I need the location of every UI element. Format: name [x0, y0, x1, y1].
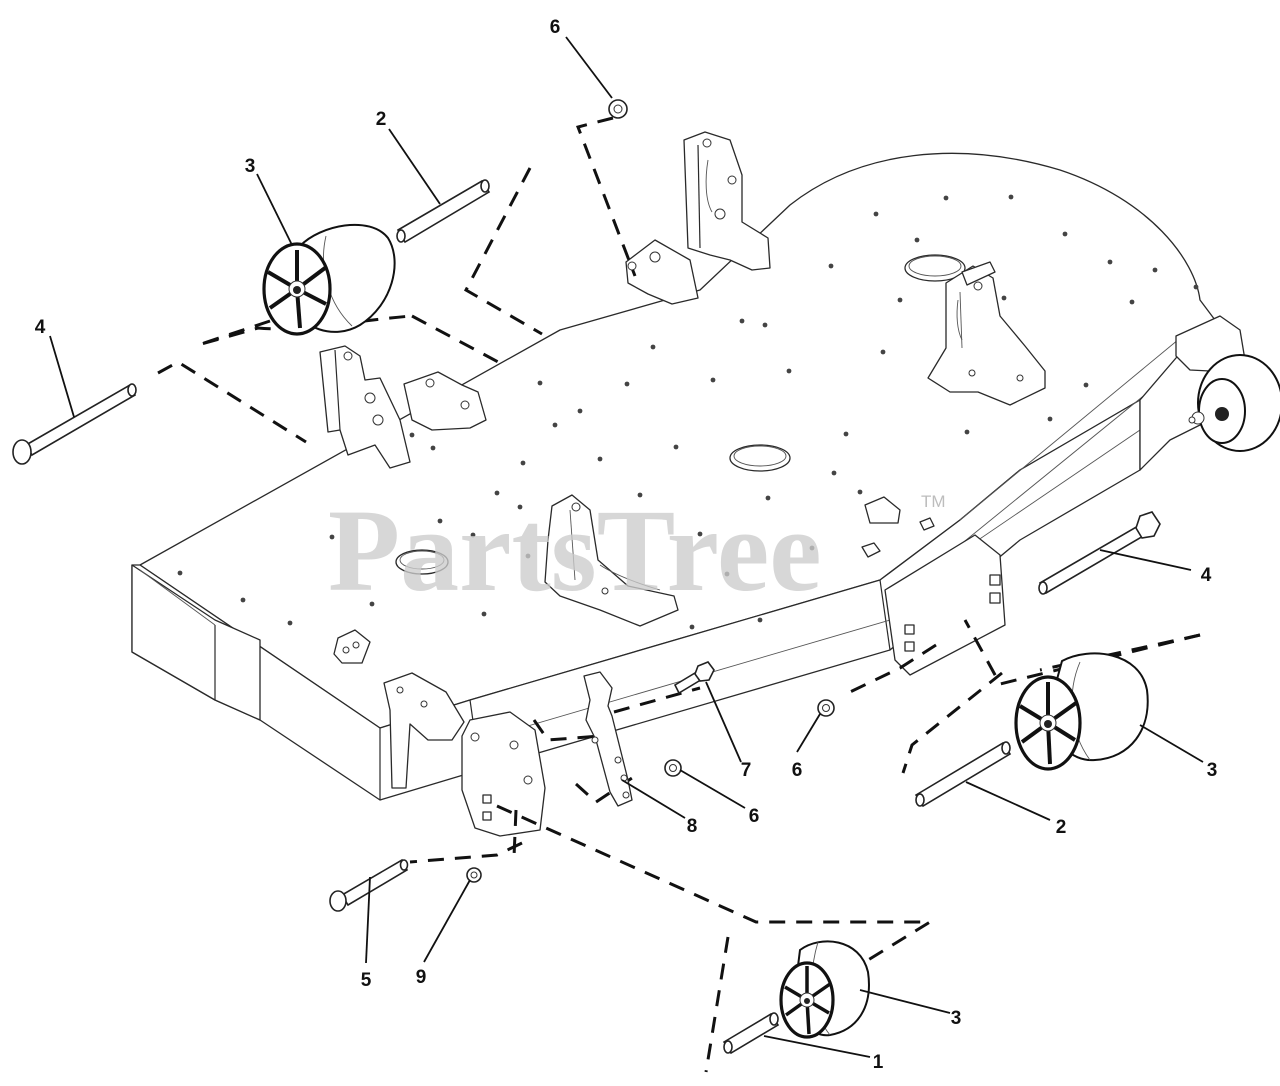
small-tab-brackets: [333, 496, 935, 664]
callout-6-bracket: 6: [749, 806, 760, 827]
callout-2-lower: 2: [1056, 817, 1067, 838]
rear-left-mount-bracket: [319, 345, 487, 469]
callout-1: 1: [873, 1052, 884, 1073]
roller-wheel-bottom: [779, 940, 870, 1039]
hex-bolt-7: [673, 661, 715, 695]
callout-8: 8: [687, 816, 698, 837]
callout-7: 7: [741, 760, 752, 781]
roller-axle-upper: [396, 179, 491, 244]
flange-nuts: [466, 99, 835, 883]
callout-3-upper-left: 3: [245, 156, 256, 177]
callout-leaders: [49, 36, 1204, 1058]
callout-4-left: 4: [35, 317, 46, 338]
watermark-brand: PartsTree: [328, 485, 822, 616]
callout-labels: 6 2 3 4 4 3 2 6 7 6 8 5 9 3 1: [35, 17, 1218, 1073]
flange-nut-9: [466, 867, 482, 883]
watermark-trademark: TM: [921, 492, 946, 511]
callout-6-top: 6: [550, 17, 561, 38]
right-spindle-bracket: [927, 261, 1046, 406]
callout-3-right: 3: [1207, 760, 1218, 781]
roller-wheel-right: [1014, 652, 1149, 771]
flange-nut-top: [608, 99, 628, 119]
callout-2-upper: 2: [376, 109, 387, 130]
carriage-bolt-5: [329, 858, 409, 912]
roller-axle-lower: [914, 741, 1012, 808]
callout-6-center: 6: [792, 760, 803, 781]
rear-center-mount-bracket: [625, 131, 771, 305]
roller-axle-short: [722, 1012, 780, 1055]
carriage-bolt-left: [12, 383, 137, 465]
callout-4-right: 4: [1201, 565, 1212, 586]
partstree-watermark: PartsTree TM: [328, 485, 946, 616]
callout-3-bottom: 3: [951, 1008, 962, 1029]
hex-bolt-right: [1038, 511, 1161, 595]
front-left-bracket: [383, 672, 546, 837]
callout-9: 9: [416, 967, 427, 988]
right-caster-wheel: [1175, 315, 1280, 452]
flange-nut-center: [817, 699, 835, 717]
callout-5: 5: [361, 970, 372, 991]
assembly-dashed-lines: [157, 116, 1201, 1073]
flange-nut-bracket: [664, 759, 682, 777]
roller-wheel-upper-left: [262, 223, 396, 336]
center-spindle-bracket: [544, 494, 679, 627]
height-adjust-bracket: [583, 671, 633, 807]
